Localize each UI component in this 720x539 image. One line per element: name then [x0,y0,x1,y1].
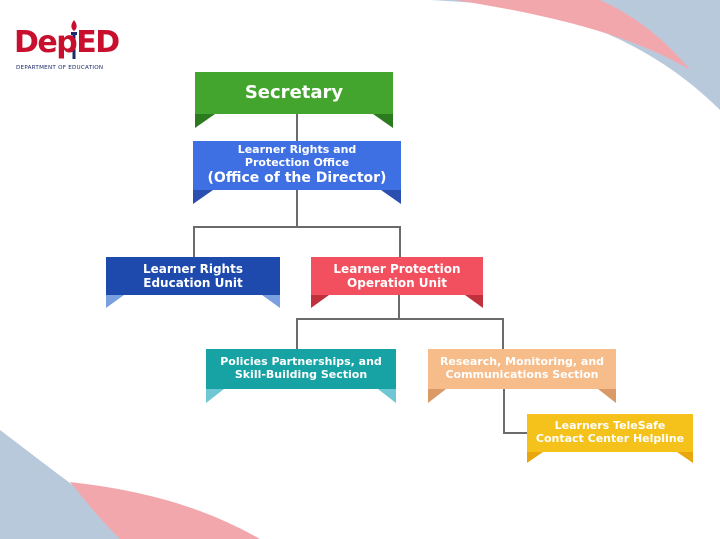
top-right-white-gap [600,0,720,40]
secretary-box: Secretary [195,72,393,114]
connector-protection-down [398,295,400,318]
learner-rights-protection-office-box: Learner Rights and Protection Office (Of… [193,141,401,190]
research-section-label-line1: Research, Monitoring, and [439,355,605,369]
connector-research-down [503,389,505,433]
bottom-left-pink-swoosh [70,482,260,539]
logo-wordmark: DepED [14,25,120,60]
connector-to-education-unit [193,226,195,257]
helpline-label-line2: Contact Center Helpline [535,432,685,445]
education-unit-fold-left [106,295,124,308]
telesafe-helpline-box: Learners TeleSafe Contact Center Helplin… [527,414,693,452]
torch-icon [71,20,77,59]
connector-sections-horizontal [296,318,504,320]
research-section-label-line2: Communications Section [445,368,599,381]
connector-to-policies-section [296,318,298,349]
education-unit-label-line1: Learner Rights [143,261,243,276]
policies-section-label-line2: Skill-Building Section [234,368,368,381]
top-right-blue-swoosh [430,0,720,110]
policies-section-fold-right [378,389,396,403]
connector-to-helpline [503,432,527,434]
connector-to-protection-unit [399,226,401,257]
helpline-fold-right [677,452,693,463]
secretary-label: Secretary [244,82,344,104]
protection-unit-fold-right [465,295,483,308]
education-unit-label-line2: Education Unit [143,276,243,290]
logo-subtitle: DEPARTMENT OF EDUCATION [16,65,104,71]
office-fold-right [381,190,401,204]
education-unit-fold-right [262,295,280,308]
office-label-line3: (Office of the Director) [207,170,387,187]
research-section-fold-left [428,389,446,403]
helpline-label-line1: Learners TeleSafe [554,419,666,433]
office-label-line2: Protection Office [244,156,350,170]
protection-unit-label-line1: Learner Protection [333,261,461,276]
office-fold-left [193,190,213,204]
protection-unit-fold-left [311,295,329,308]
policies-section-label-line1: Policies Partnerships, and [220,355,382,369]
policies-partnerships-section-box: Policies Partnerships, and Skill-Buildin… [206,349,396,389]
connector-secretary-office [296,114,298,141]
research-monitoring-section-box: Research, Monitoring, and Communications… [428,349,616,389]
bottom-left-blue-swoosh [0,430,150,539]
connector-units-horizontal [193,226,401,228]
research-section-fold-right [598,389,616,403]
secretary-fold-left [195,114,215,128]
office-label-line1: Learner Rights and [237,143,357,157]
helpline-fold-left [527,452,543,463]
policies-section-fold-left [206,389,224,403]
top-right-pink-swoosh [455,0,690,70]
learner-protection-operation-unit-box: Learner Protection Operation Unit [311,257,483,295]
deped-logo: DepED DEPARTMENT OF EDUCATION [14,18,126,78]
protection-unit-label-line2: Operation Unit [347,276,447,290]
learner-rights-education-unit-box: Learner Rights Education Unit [106,257,280,295]
secretary-fold-right [373,114,393,128]
connector-to-research-section [502,318,504,349]
connector-office-down [296,190,298,226]
